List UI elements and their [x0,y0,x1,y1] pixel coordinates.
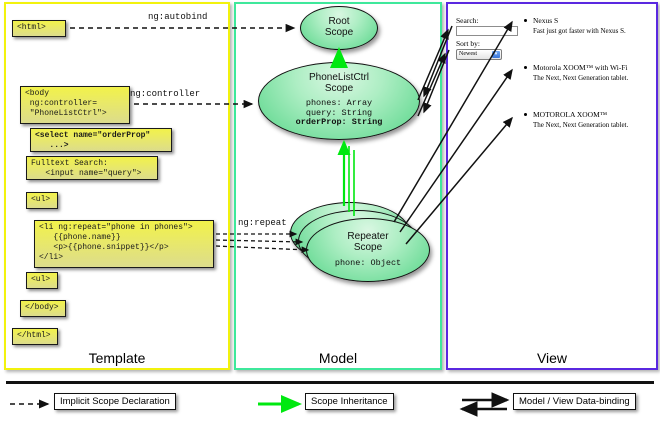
scope-repeater-title-2: Scope [353,242,383,253]
code-box-select-tag: <select name="orderProp" ...> [30,128,172,152]
bullet-icon [524,19,527,22]
scope-prop-phones: phones: Array [305,98,373,108]
legend-divider [6,381,654,384]
scope-phonelistctrl-title-1: PhoneListCtrl [308,72,370,83]
view-sort-selected-value: Newest [459,51,477,57]
scope-prop-orderprop: orderProp: String [295,117,383,127]
panel-model: Model [234,2,442,370]
code-box-ul-open: <ul> [26,192,58,209]
phone-name[interactable]: Motorola XOOM™ with Wi-Fi [533,63,628,72]
phone-snippet: The Next, Next Generation tablet. [533,74,629,82]
code-box-search-input: Fulltext Search: <input name="query"> [26,156,158,180]
connector-label-autobind: ng:autobind [148,12,208,22]
connector-label-controller: ng:controller [130,89,201,99]
panel-view-label: View [536,350,568,366]
code-box-li-repeat: <li ng:repeat="phone in phones"> {{phone… [34,220,214,268]
scope-phonelistctrl-title-2: Scope [324,83,354,94]
legend-item-implicit-scope-declaration: Implicit Scope Declaration [54,393,176,410]
view-search-label: Search: [456,16,479,25]
view-sort-label: Sort by: [456,39,480,48]
panel-model-label: Model [318,350,358,366]
legend-item-model-view-data-binding: Model / View Data-binding [513,393,636,410]
chevron-down-icon[interactable]: ▾ [492,51,500,58]
view-sort-select: Newest ▾ [456,49,502,60]
scope-root-title-2: Scope [324,27,354,38]
scope-root-title-1: Root [328,16,350,27]
scope-root: Root Scope [300,6,378,50]
scope-phonelistctrl: PhoneListCtrl Scope phones: Array query:… [258,62,420,140]
connector-label-repeat: ng:repeat [238,218,287,228]
scope-repeater: Repeater Scope phone: Object [306,218,430,282]
view-content: Search: Sort by: Newest ▾ Nexus S Fast j… [448,6,652,346]
scope-prop-query: query: String [305,107,373,118]
scope-repeater-title-1: Repeater [347,231,389,242]
scope-prop-phone: phone: Object [334,258,402,268]
phone-name[interactable]: Nexus S [533,16,559,25]
bullet-icon [524,66,527,69]
code-box-ul-close: <ul> [26,272,58,289]
bullet-icon [524,113,527,116]
code-box-html-open: <html> [12,20,66,37]
code-box-body-open: <body ng:controller= "PhoneListCtrl"> [20,86,130,124]
panel-template-label: Template [88,350,146,366]
code-box-html-close: </html> [12,328,58,345]
code-box-body-close: </body> [20,300,66,317]
phone-snippet: Fast just got faster with Nexus S. [533,27,626,35]
phone-name[interactable]: MOTOROLA XOOM™ [533,110,608,119]
legend-item-scope-inheritance: Scope Inheritance [305,393,394,410]
phone-snippet: The Next, Next Generation tablet. [533,121,629,129]
view-search-input[interactable] [456,26,518,36]
